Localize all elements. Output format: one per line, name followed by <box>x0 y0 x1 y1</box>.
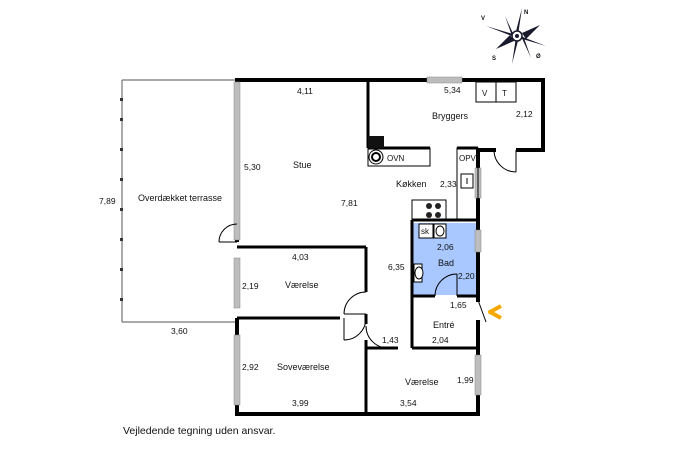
compass-rose-icon <box>486 8 546 64</box>
dishwasher-label: OPV <box>459 154 477 163</box>
dim-hall-height: 6,35 <box>388 262 405 272</box>
kitchen-counter <box>367 147 479 221</box>
washer-label: V <box>482 89 488 98</box>
dim-terrace-width: 3,60 <box>171 326 188 336</box>
disclaimer-text: Vejledende tegning uden ansvar. <box>123 425 276 437</box>
room-label-vaerelse-2: Værelse <box>405 377 439 387</box>
dim-sove-width: 3,99 <box>292 398 309 408</box>
room-label-bryggers: Bryggers <box>432 111 469 121</box>
dim-vaerelse1-height: 2,19 <box>242 281 259 291</box>
compass-east-label: Ø <box>536 54 541 60</box>
dim-vaerelse2-width: 3,54 <box>400 398 417 408</box>
dim-bad-height: 2,20 <box>458 271 475 281</box>
entrance-arrow-icon <box>488 304 502 320</box>
fan-icon <box>368 149 384 165</box>
interior-walls <box>237 80 478 414</box>
bathroom-fixtures <box>413 223 447 283</box>
room-label-kokken: Køkken <box>396 179 427 189</box>
chimney <box>368 136 384 148</box>
dim-kokken-width: 2,33 <box>440 179 457 189</box>
dim-bad-width: 2,06 <box>437 242 454 252</box>
room-label-entre: Entré <box>433 320 455 330</box>
dim-bryggers-height: 2,12 <box>516 109 533 119</box>
room-label-stue: Stue <box>293 160 312 170</box>
door-swings <box>218 149 517 349</box>
dim-hall-width: 1,43 <box>382 335 399 345</box>
room-label-vaerelse-1: Værelse <box>285 280 319 290</box>
dim-entre-width: 1,65 <box>450 300 467 310</box>
room-label-terrace: Overdækket terrasse <box>138 193 222 203</box>
compass-north-label: N <box>524 10 528 16</box>
dim-sove-height: 2,92 <box>242 362 259 372</box>
dim-stue-width: 4,11 <box>297 86 313 96</box>
dim-stue-height: 5,30 <box>244 162 261 172</box>
compass-south-label: S <box>492 56 496 62</box>
sink-icon <box>460 173 474 189</box>
oven-label: OVN <box>387 154 405 163</box>
washer-dryer <box>475 81 517 103</box>
room-label-bad: Bad <box>438 258 454 268</box>
dim-entre-depth: 2,04 <box>432 335 449 345</box>
dim-vaerelse2-height: 1,99 <box>457 375 474 385</box>
cabinet-label: sk <box>421 227 430 236</box>
dim-vaerelse1-width: 4,03 <box>292 252 309 262</box>
dim-bryggers-width: 5,34 <box>444 85 461 95</box>
compass-west-label: V <box>481 16 485 22</box>
dim-terrace-height: 7,89 <box>99 196 116 206</box>
dryer-label: T <box>502 89 507 98</box>
dim-stue-depth: 7,81 <box>341 198 358 208</box>
terrace-posts <box>120 98 123 301</box>
room-label-sovevaerelse: Soveværelse <box>277 362 330 372</box>
stove-icon <box>426 203 441 218</box>
